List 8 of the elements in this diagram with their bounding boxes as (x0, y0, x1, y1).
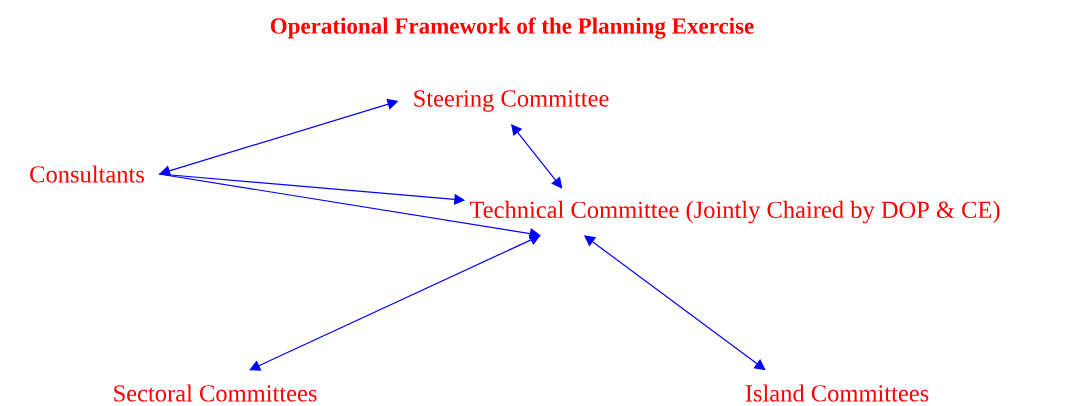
node-label: Sectoral Committees (114, 384, 317, 402)
node-label: Island Committees (745, 384, 929, 402)
node-label: Consultants (30, 165, 144, 183)
arrow (249, 234, 541, 371)
title: Operational Framework of the Planning Exercise (270, 17, 754, 39)
node-label: Technical Committee (Jointly Chaired by DOP & CE) (469, 200, 1000, 224)
arrow (511, 124, 563, 189)
node-label: Steering Committee (414, 90, 609, 112)
